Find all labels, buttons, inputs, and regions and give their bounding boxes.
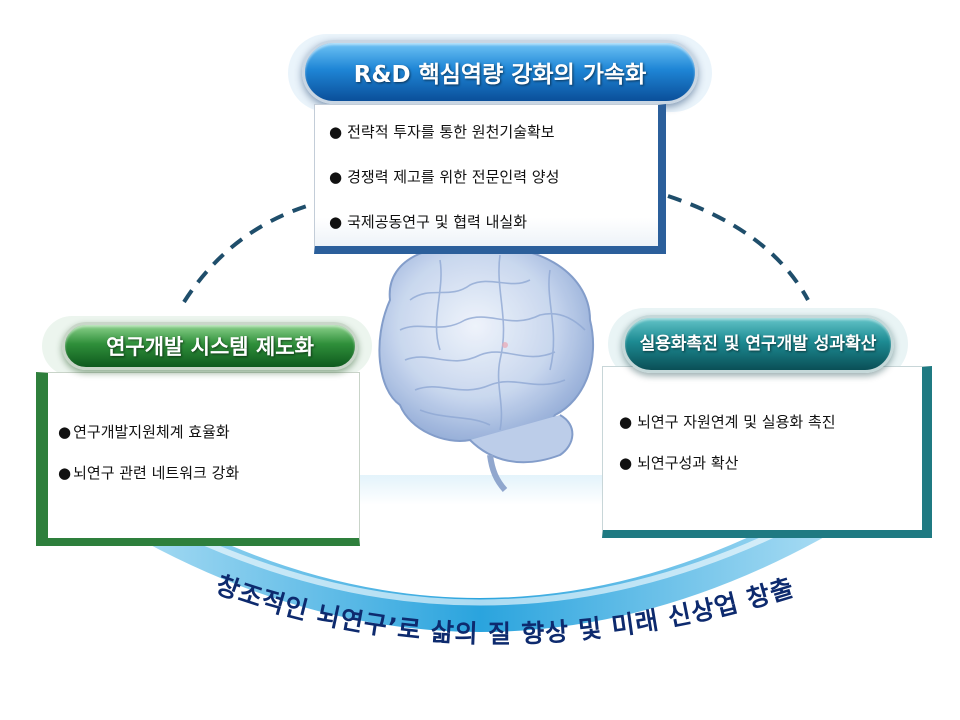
bullet-icon: ● — [329, 167, 343, 186]
bullet-icon: ● — [58, 463, 72, 482]
brain-icon — [378, 246, 595, 493]
right-goal-title: 실용화촉진 및 연구개발 성과확산 — [622, 315, 894, 373]
center-band — [360, 475, 610, 505]
list-item: ●뇌연구성과 확산 — [619, 453, 739, 473]
right-goal-title-text: 실용화촉진 및 연구개발 성과확산 — [639, 333, 877, 354]
list-item: ●전략적 투자를 통한 원천기술확보 — [329, 122, 555, 142]
top-goal-box: ●전략적 투자를 통한 원천기술확보 ●경쟁력 제고를 위한 전문인력 양성 ●… — [314, 104, 666, 254]
list-item: ●경쟁력 제고를 위한 전문인력 양성 — [329, 167, 560, 187]
bullet-icon: ● — [329, 212, 343, 231]
bullet-icon: ● — [619, 412, 633, 431]
top-goal-title-text: R&D 핵심역량 강화의 가속화 — [353, 62, 647, 88]
bullet-icon: ● — [329, 122, 343, 141]
dashed-arc-left — [182, 203, 311, 304]
top-goal-title: R&D 핵심역량 강화의 가속화 — [302, 40, 698, 104]
dashed-arc-right — [667, 194, 810, 301]
left-goal-title: 연구개발 시스템 제도화 — [62, 322, 358, 370]
left-goal-box: ●연구개발지원체계 효율화 ●뇌연구 관련 네트워크 강화 — [36, 372, 360, 546]
list-item: ●연구개발지원체계 효율화 — [58, 422, 230, 442]
left-goal-title-text: 연구개발 시스템 제도화 — [106, 335, 314, 359]
right-goal-box: ●뇌연구 자원연계 및 실용화 촉진 ●뇌연구성과 확산 — [602, 366, 932, 538]
list-item: ●국제공동연구 및 협력 내실화 — [329, 212, 527, 232]
list-item: ●뇌연구 자원연계 및 실용화 촉진 — [619, 412, 836, 432]
bullet-icon: ● — [58, 422, 72, 441]
list-item: ●뇌연구 관련 네트워크 강화 — [58, 463, 240, 483]
bullet-icon: ● — [619, 453, 633, 472]
